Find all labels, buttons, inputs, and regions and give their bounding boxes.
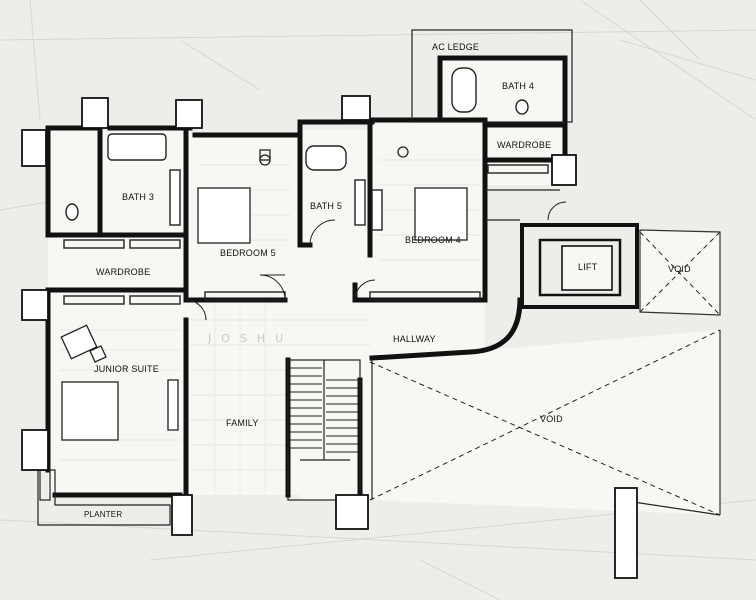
watermark: JOSHU bbox=[208, 332, 294, 345]
wardrobe-hangers bbox=[63, 164, 549, 305]
room-label-wardrobe-right: WARDROBE bbox=[497, 140, 552, 150]
column-piers bbox=[21, 95, 638, 579]
door-swings bbox=[185, 201, 567, 321]
room-label-planter: PLANTER bbox=[84, 510, 123, 519]
furniture bbox=[60, 146, 468, 441]
void-outlines bbox=[639, 229, 721, 515]
void-markings bbox=[369, 231, 721, 516]
room-label-wardrobe-left: WARDROBE bbox=[96, 267, 151, 277]
lift-core bbox=[520, 223, 639, 309]
room-label-lift: LIFT bbox=[578, 262, 598, 272]
room-label-bedroom-4: BEDROOM 4 bbox=[405, 235, 461, 245]
bath-fixtures bbox=[65, 67, 529, 231]
room-label-bath-3: BATH 3 bbox=[122, 192, 155, 202]
room-label-family: FAMILY bbox=[226, 418, 259, 428]
room-label-bath-5: BATH 5 bbox=[310, 201, 343, 211]
staircase bbox=[290, 367, 358, 453]
room-label-bath-4: BATH 4 bbox=[502, 81, 535, 91]
room-label-void-large: VOID bbox=[540, 414, 563, 424]
room-label-junior-suite: JUNIOR SUITE bbox=[94, 364, 159, 374]
room-label-void-small: VOID bbox=[668, 264, 691, 274]
room-label-bedroom-5: BEDROOM 5 bbox=[220, 248, 276, 258]
room-label-hallway: HALLWAY bbox=[393, 334, 436, 344]
room-label-ac-ledge: AC LEDGE bbox=[432, 42, 480, 52]
floor-fills bbox=[48, 55, 720, 515]
